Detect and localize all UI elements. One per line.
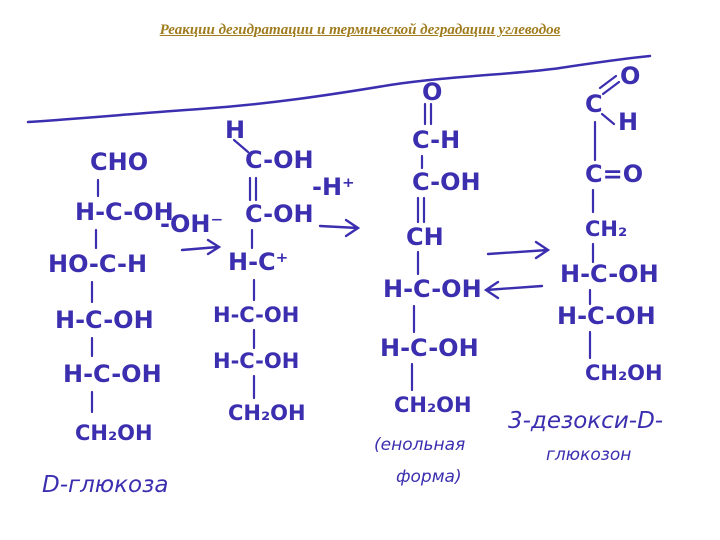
glucose-row-2: H-C-OH (75, 198, 174, 226)
arrow-equilibrium-forward (486, 240, 551, 260)
glucose-name: D-глюкоза (42, 472, 168, 498)
glucose-row-3: HO-C-H (48, 250, 147, 278)
enol-row-6: CH₂OH (394, 393, 472, 417)
glucosone-name-line-2: глюкозон (546, 445, 631, 465)
glucosone-top-o: O (620, 62, 640, 90)
enol-bonds (410, 102, 433, 392)
enol-row-4: H-C-OH (383, 275, 482, 303)
glucose-row-1: CHO (90, 148, 148, 176)
glucose-structure: CHO H-C-OH HO-C-H H-C-OH H-C-OH CH₂OH D-… (42, 148, 174, 498)
glucose-bonds (90, 178, 100, 414)
reagent-proton: -H⁺ (312, 173, 355, 201)
reagent-hydroxide: -OH⁻ (160, 210, 223, 238)
arrow-equilibrium-reverse (483, 280, 544, 300)
glucosone-top-c: C (585, 90, 603, 118)
glucosone-row-4: H-C-OH (557, 302, 656, 330)
carbanion-row-4: H-C-OH (213, 349, 299, 373)
carbanion-row-2: H-C⁺ (228, 248, 288, 276)
enol-name-line-2: форма) (396, 467, 462, 487)
enol-structure: O C-H C-OH CH H-C-OH H-C-OH CH₂OH (еноль… (374, 78, 482, 487)
glucosone-row-3: H-C-OH (560, 260, 659, 288)
carbanion-top-oh: C-OH (245, 146, 314, 174)
carbanion-row-3: H-C-OH (213, 303, 299, 327)
glucosone-name-line-1: 3-дезокси-D- (508, 408, 663, 434)
enol-row-2: C-OH (412, 168, 481, 196)
arrow-step-2 (318, 218, 361, 238)
enol-top-o: O (422, 78, 442, 106)
carbanion-structure: H C-OH C-OH H-C⁺ H-C-OH H-C-OH CH₂OH (213, 116, 314, 425)
slide-title: Реакции дегидратации и термической дегра… (159, 22, 561, 38)
glucosone-top-h: H (618, 108, 638, 136)
glucose-row-6: CH₂OH (75, 421, 153, 445)
glucose-row-5: H-C-OH (63, 360, 162, 388)
carbanion-row-1: C-OH (245, 200, 314, 228)
enol-row-1: C-H (412, 126, 460, 154)
glucosone-bonds (588, 74, 621, 360)
glucosone-row-2: CH₂ (585, 217, 627, 241)
glucosone-structure: C O H C=O CH₂ H-C-OH H-C-OH CH₂OH 3-дезо… (508, 62, 663, 465)
arrow-step-1 (180, 238, 222, 256)
glucosone-row-1: C=O (585, 160, 643, 188)
wavy-divider (26, 54, 652, 124)
enol-row-5: H-C-OH (380, 334, 479, 362)
carbanion-bonds (232, 138, 258, 400)
glucosone-row-5: CH₂OH (585, 361, 663, 385)
enol-name-line-1: (енольная (374, 435, 465, 455)
enol-row-3: CH (406, 223, 444, 251)
carbanion-top-h: H (225, 116, 245, 144)
carbanion-row-5: CH₂OH (228, 401, 306, 425)
glucose-row-4: H-C-OH (55, 306, 154, 334)
